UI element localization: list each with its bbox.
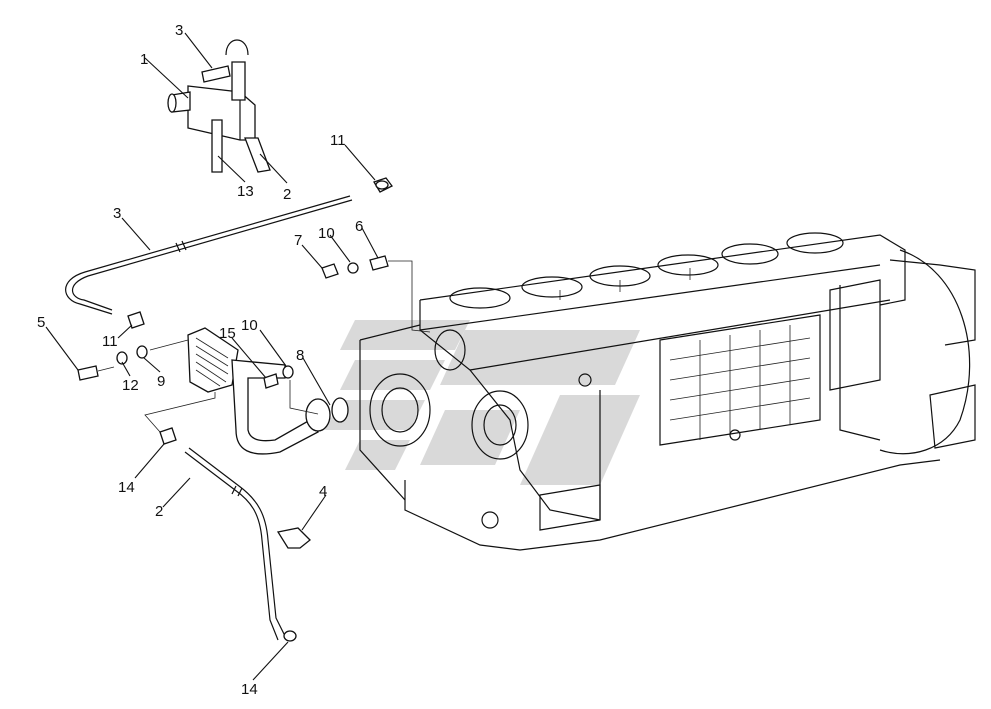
callout-14-mid: 14 [118,479,135,496]
engine-block [359,232,976,551]
leader-lines [45,32,379,681]
callout-2-top: 2 [283,186,291,203]
callout-1: 1 [140,51,148,68]
callout-12: 12 [122,377,139,394]
part-3-tube [65,195,353,315]
callout-15: 15 [219,325,236,342]
callout-13: 13 [237,183,254,200]
callout-10-mid: 10 [241,317,258,334]
callout-7: 7 [294,232,302,249]
callout-labels: 1 3 13 2 11 3 7 10 6 5 11 12 9 15 10 8 1… [37,22,363,698]
callout-10-top: 10 [318,225,335,242]
callout-2-lower: 2 [155,503,163,520]
callout-8: 8 [296,347,304,364]
part-2-lower-tube [159,427,311,642]
callout-3-top: 3 [175,22,183,39]
part-1-fitting [167,39,271,173]
callout-14-bottom: 14 [241,681,258,698]
callout-3-tube: 3 [113,205,121,222]
watermark-logo [325,320,640,485]
callout-5: 5 [37,314,45,331]
callout-11-top: 11 [330,132,346,149]
callout-6: 6 [355,218,363,235]
cooler-assembly [77,311,349,455]
callout-11-left: 11 [102,333,118,350]
callout-9: 9 [157,373,165,390]
part-11-nut [373,177,393,193]
parts-7-10-6 [321,255,431,333]
callout-4: 4 [319,483,327,500]
